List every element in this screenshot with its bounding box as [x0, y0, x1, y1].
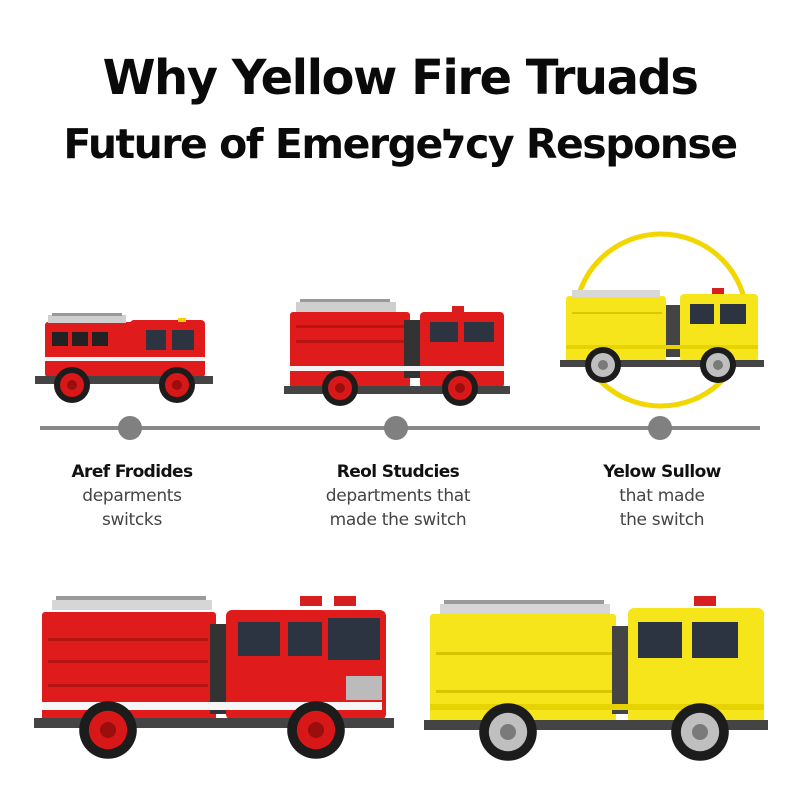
stage-heading: Reol Studcies [336, 462, 460, 482]
fire-truck-red-small-icon [35, 313, 213, 403]
timeline-marker-1 [118, 416, 142, 440]
timeline-stage-2: Reol Studcies departments that made the … [288, 460, 508, 532]
page-title: Why Yellow Fire Truads [102, 50, 699, 106]
stage-heading: Aref Frodides [71, 462, 194, 482]
timeline-stage-1: Aref Frodides deparments switcks [22, 460, 242, 532]
stage-description-line: switcks [101, 510, 163, 530]
fire-truck-yellow-highlighted-icon [560, 288, 764, 383]
stage-description-line: departments that [325, 486, 471, 506]
stage-description-line: the switch [619, 510, 705, 530]
stage-description-line: made the switch [329, 510, 467, 530]
stage-description-line: deparments [82, 486, 182, 506]
fire-truck-yellow-large-icon [424, 596, 768, 761]
stage-description-line: that made [619, 486, 705, 506]
timeline-marker-2 [384, 416, 408, 440]
fire-truck-red-large-icon [34, 596, 394, 759]
page-subtitle: Future of Emergeלcy Response [63, 120, 738, 168]
timeline-marker-3 [648, 416, 672, 440]
fire-truck-red-medium-icon [284, 299, 510, 406]
timeline-stage-3: Yelow Sullow that made the switch [552, 460, 772, 532]
stage-heading: Yelow Sullow [603, 462, 721, 482]
